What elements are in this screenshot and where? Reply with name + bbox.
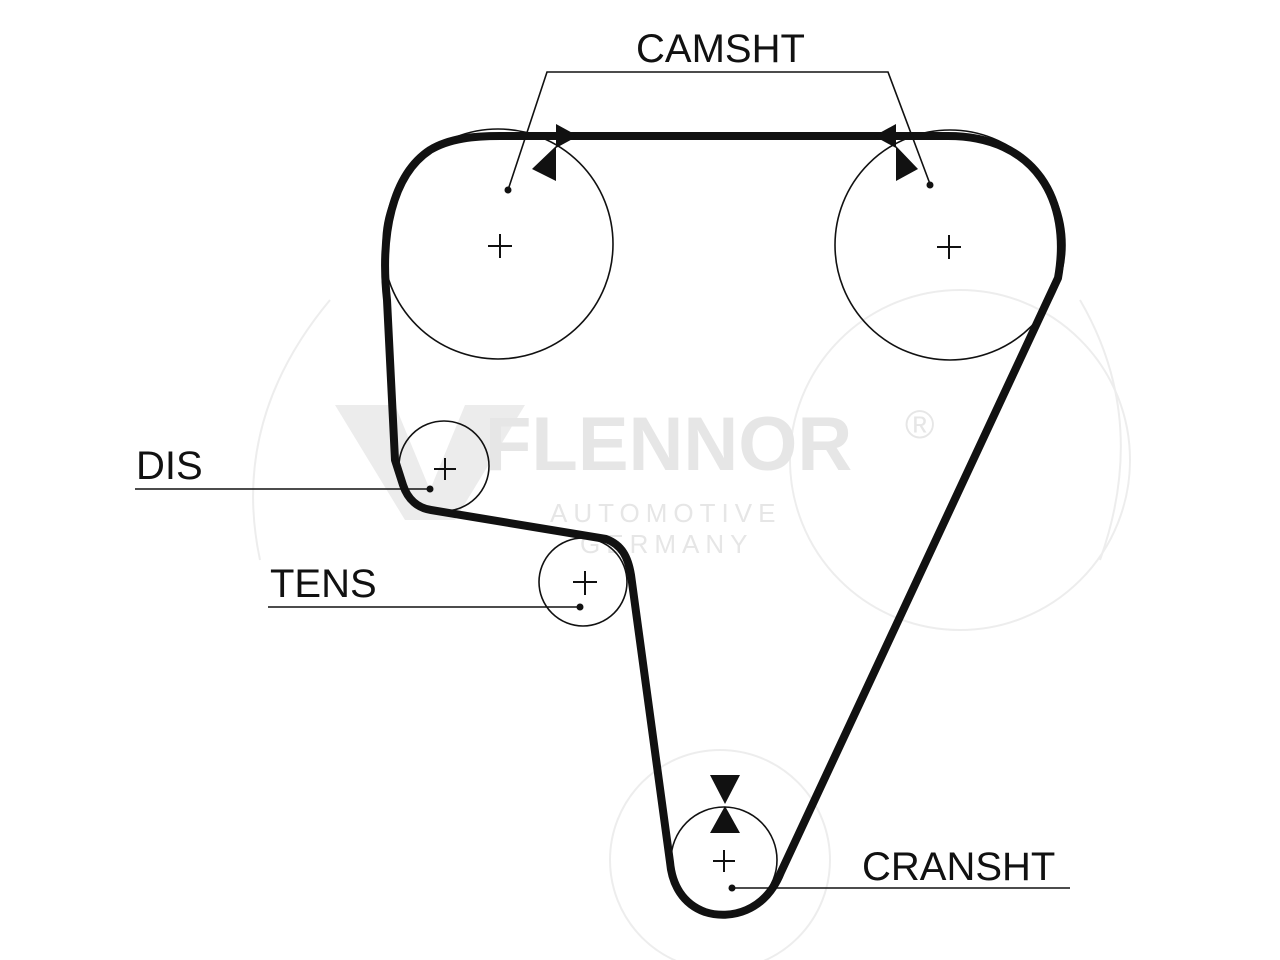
- timing-mark-camshaft-left: [532, 124, 578, 181]
- leader-distributor: [135, 485, 434, 493]
- label-camshaft: CAMSHT: [636, 27, 805, 71]
- watermark-registered: ®: [905, 403, 934, 447]
- watermark: FLENNOR ® AUTOMOTIVE GERMANY: [335, 402, 934, 559]
- watermark-brand: FLENNOR: [485, 402, 852, 487]
- label-distributor: DIS: [136, 444, 203, 488]
- background-ghost-outline: [252, 289, 1131, 960]
- timing-belt: [381, 132, 1065, 919]
- watermark-logo-v: [335, 405, 525, 520]
- leader-tensioner: [268, 603, 584, 611]
- label-crankshaft: CRANSHT: [862, 845, 1055, 889]
- pulley-camshaft-right: [834, 129, 1066, 361]
- watermark-line1: AUTOMOTIVE: [550, 498, 781, 528]
- leader-camshaft: [504, 71, 934, 194]
- label-tensioner: TENS: [270, 562, 377, 606]
- timing-mark-camshaft-right: [874, 124, 918, 181]
- leader-crankshaft: [728, 884, 1070, 892]
- timing-mark-crankshaft: [710, 775, 740, 833]
